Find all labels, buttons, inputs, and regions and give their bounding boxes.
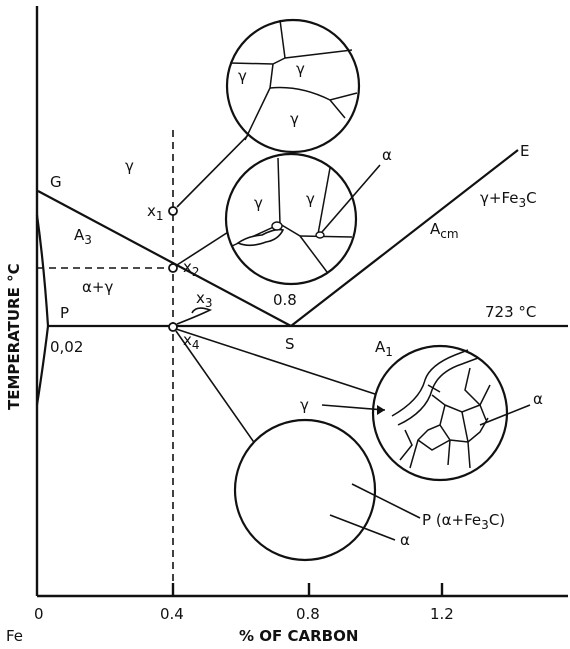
x-tick-label-0.8: 0.8 — [296, 605, 320, 623]
label-point-e: E — [520, 142, 529, 160]
micro1-gamma-a: γ — [238, 67, 247, 85]
micrograph-austenite-ferrite: γ γ α — [224, 146, 392, 286]
label-x3: x3 — [196, 289, 213, 310]
micrograph-austenite: γ γ γ — [225, 18, 361, 154]
label-a1: A1 — [375, 338, 393, 359]
label-x1: x1 — [147, 202, 164, 223]
label-x4: x4 — [183, 331, 200, 352]
label-eutectoid-temperature: 723 °C — [485, 303, 536, 321]
micro1-gamma-b: γ — [296, 60, 305, 78]
label-x2: x2 — [183, 258, 200, 279]
label-point-g: G — [50, 173, 62, 191]
x-origin-label-fe: Fe — [6, 627, 23, 645]
acm-line — [290, 149, 519, 327]
micro2-gamma-a: γ — [254, 194, 263, 212]
micro1-gamma-c: γ — [290, 110, 299, 128]
label-alpha-gamma: α+γ — [82, 278, 113, 296]
leader-s — [175, 328, 379, 396]
leader-x4 — [175, 330, 259, 449]
micro2-gamma-b: γ — [306, 190, 315, 208]
micrograph-pearlite-ferrite: P (α+Fe3C) α — [233, 418, 505, 562]
leader-x3 — [176, 307, 213, 325]
a3-line — [37, 190, 292, 327]
ferrite-boundary — [35, 214, 50, 406]
x-axis-label: % OF CARBON — [239, 627, 358, 645]
label-gamma-region: γ — [125, 157, 134, 175]
micro2-alpha: α — [382, 146, 392, 164]
micro3-alpha: α — [533, 390, 543, 408]
micro4-pearlite-label: P (α+Fe3C) — [422, 511, 505, 532]
micro4-alpha: α — [400, 531, 410, 549]
micro3-gamma: γ — [300, 396, 309, 414]
x-tick-label-1.2: 1.2 — [430, 605, 454, 623]
point-x4 — [168, 322, 178, 332]
label-point-p: P — [60, 304, 69, 322]
label-p-carbon: 0,02 — [50, 338, 83, 356]
micrograph-ferrite-network: γ α — [300, 344, 543, 482]
leader-x2 — [176, 226, 237, 266]
label-acm: Acm — [430, 220, 459, 241]
point-x1 — [168, 206, 178, 216]
label-eutectoid-composition: 0.8 — [273, 291, 297, 309]
y-axis-label: TEMPERATURE °C — [5, 263, 23, 410]
x-tick-label-0: 0 — [34, 605, 44, 623]
label-gamma-fe3c: γ+Fe3C — [480, 189, 537, 210]
x-tick-label-0.4: 0.4 — [160, 605, 184, 623]
point-x2 — [168, 263, 178, 273]
label-point-s: S — [285, 335, 295, 353]
label-a3: A3 — [74, 226, 92, 247]
